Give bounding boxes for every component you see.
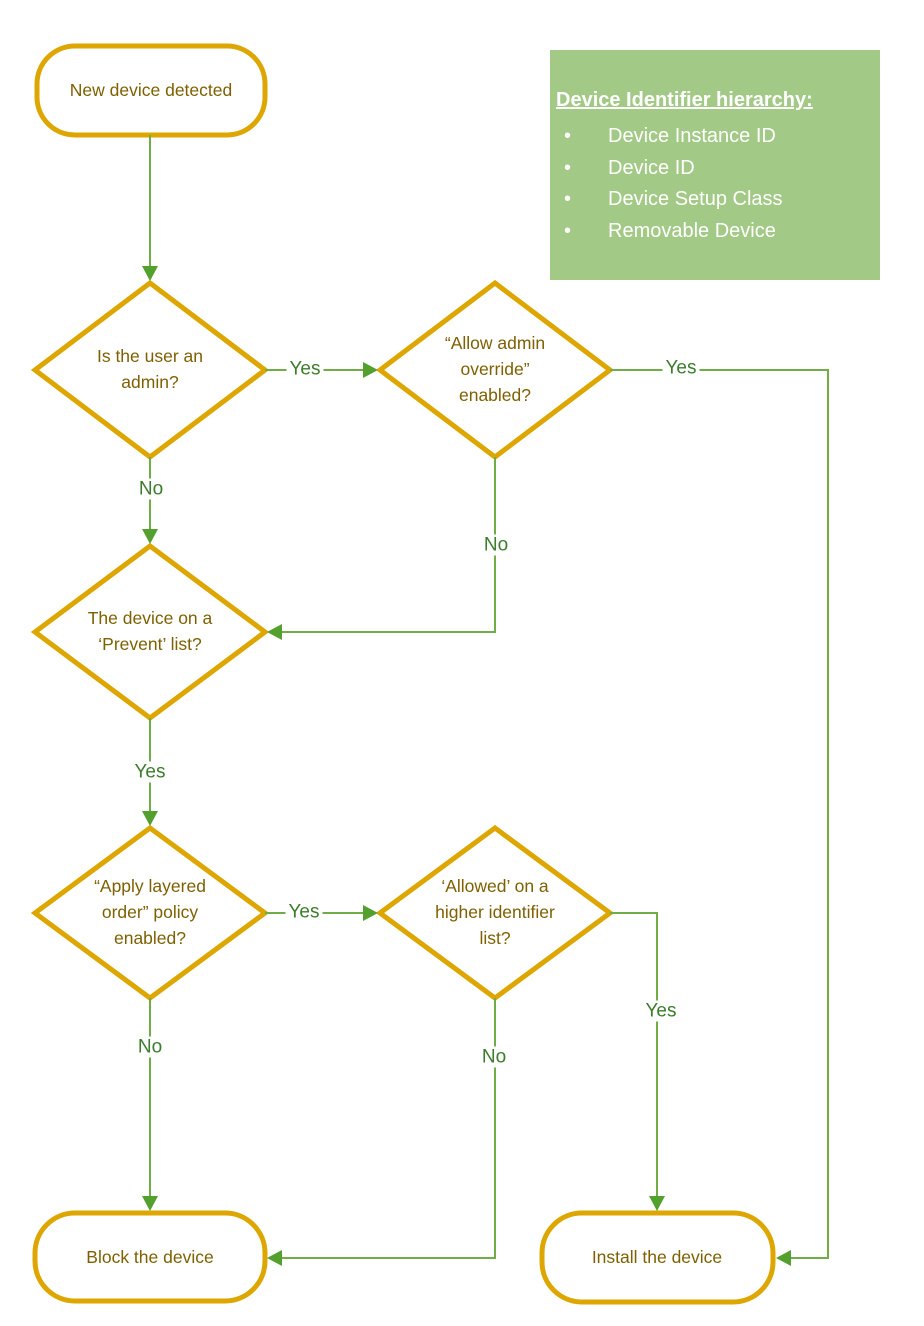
- block-terminal-shape: [32, 1210, 268, 1304]
- legend-item: • Removable Device: [556, 216, 874, 248]
- legend-title: Device Identifier hierarchy:: [556, 89, 813, 111]
- edge-allowed-no: [281, 998, 496, 1259]
- arrowhead-down-icon: [649, 1196, 665, 1211]
- legend-item: • Device ID: [556, 153, 874, 185]
- edge-label-override-no: No: [480, 534, 512, 556]
- legend-item-label: Device Instance ID: [608, 125, 776, 147]
- bullet-icon: •: [564, 219, 572, 242]
- arrowhead-down-icon: [142, 529, 158, 544]
- arrowhead-down-icon: [142, 266, 158, 281]
- edge-label-prevent-yes: Yes: [131, 761, 169, 783]
- node-admin-decision: Is the user an admin?: [96, 346, 204, 392]
- install-terminal-shape: [539, 1210, 776, 1305]
- edge-override-no: [281, 457, 496, 633]
- edge-label-layered-yes: Yes: [285, 901, 323, 923]
- legend-item: • Device Instance ID: [556, 121, 874, 153]
- node-layered-decision: “Apply layered order” policy enabled?: [94, 876, 206, 948]
- legend-item-label: Device ID: [608, 156, 695, 179]
- device-identifier-legend: Device Identifier hierarchy: • Device In…: [550, 50, 880, 280]
- arrowhead-left-icon: [267, 624, 282, 640]
- bullet-icon: •: [564, 125, 572, 147]
- node-override-decision: “Allow admin override” enabled?: [444, 333, 546, 405]
- edge-allowed-yes: [610, 912, 658, 1197]
- legend-item-label: Device Setup Class: [608, 188, 783, 210]
- edge-label-override-yes: Yes: [662, 357, 700, 379]
- edge-label-allowed-no: No: [478, 1046, 510, 1068]
- node-allowed-decision: ‘Allowed’ on a higher identifier list?: [435, 876, 555, 948]
- legend-item: • Device Setup Class: [556, 184, 874, 216]
- bullet-icon: •: [564, 188, 572, 210]
- edge-override-yes: [610, 369, 829, 1259]
- bullet-icon: •: [564, 156, 572, 179]
- node-install: Install the device: [591, 1247, 723, 1267]
- edge-label-admin-no: No: [135, 478, 167, 500]
- arrowhead-right-icon: [363, 362, 378, 378]
- node-start: New device detected: [69, 80, 233, 100]
- edge-label-layered-no: No: [134, 1036, 166, 1058]
- node-block: Block the device: [86, 1247, 214, 1267]
- arrowhead-down-icon: [142, 1196, 158, 1211]
- arrowhead-down-icon: [142, 811, 158, 826]
- arrowhead-left-icon: [267, 1250, 282, 1266]
- legend-list: • Device Instance ID • Device ID • Devic…: [556, 121, 874, 247]
- legend-item-label: Removable Device: [608, 219, 776, 242]
- arrowhead-right-icon: [363, 905, 378, 921]
- arrowhead-left-icon: [776, 1250, 791, 1266]
- edge-label-admin-yes: Yes: [286, 358, 324, 380]
- edge-label-allowed-yes: Yes: [642, 1000, 680, 1022]
- node-prevent-decision: The device on a ‘Prevent’ list?: [87, 608, 213, 654]
